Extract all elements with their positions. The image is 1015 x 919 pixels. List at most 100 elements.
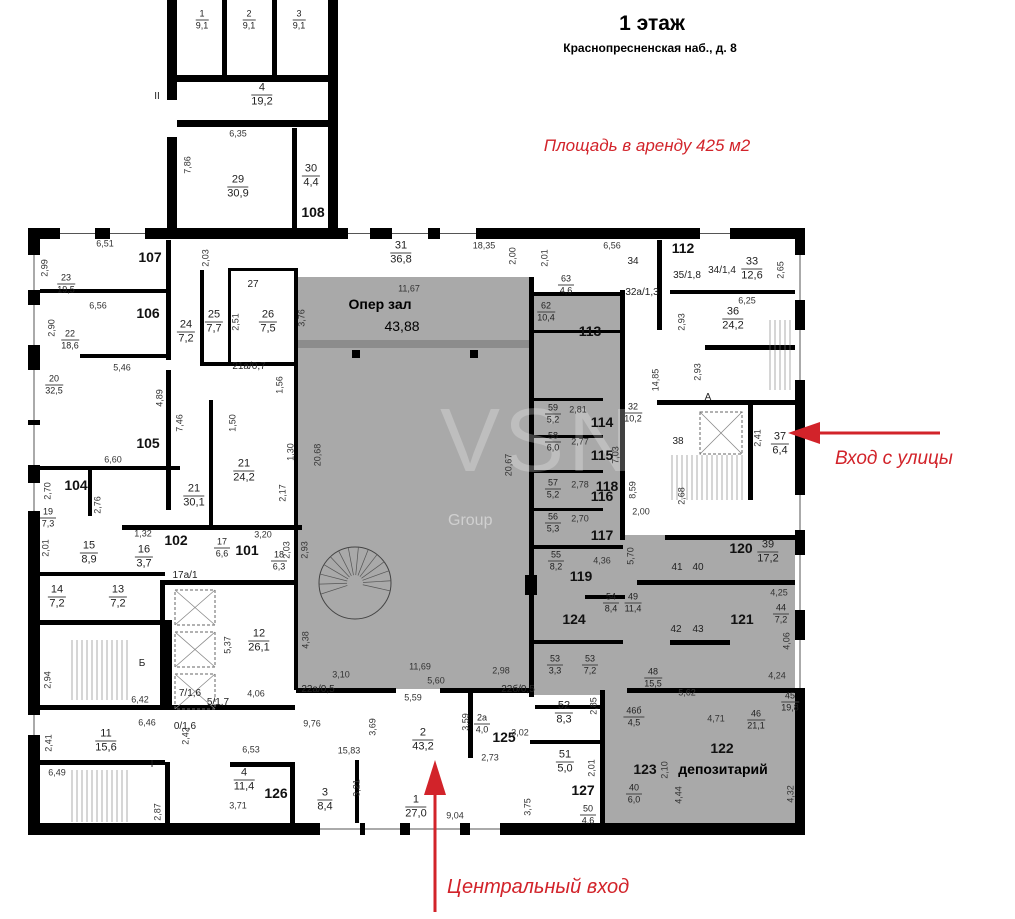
dimension-label: 6,42 bbox=[131, 694, 149, 705]
room-area: 7,2 bbox=[178, 332, 194, 345]
inline-room-label: 22б/0,5 bbox=[501, 684, 535, 695]
room-area: 7,3 bbox=[41, 518, 55, 529]
dimension-label: 3,69 bbox=[367, 718, 378, 736]
dimension-label: 3,59 bbox=[460, 713, 471, 731]
office-number: 105 bbox=[136, 435, 160, 451]
room-area: 7,2 bbox=[49, 597, 65, 610]
dimension-label: 2,87 bbox=[152, 803, 163, 821]
depository-label: депозитарий bbox=[678, 761, 768, 777]
wall bbox=[470, 350, 478, 358]
room-area: 6,3 bbox=[272, 561, 286, 572]
wall bbox=[665, 535, 795, 540]
wall bbox=[533, 545, 623, 549]
dimension-label: 6,53 bbox=[242, 744, 260, 755]
room-number: 36 bbox=[722, 306, 744, 320]
dimension-label: 3,10 bbox=[332, 669, 350, 680]
room-number: 59 bbox=[544, 403, 562, 415]
dimension-label: 4,32 bbox=[785, 785, 796, 803]
wall bbox=[209, 400, 213, 525]
wall bbox=[296, 688, 396, 693]
wall bbox=[177, 75, 328, 82]
room-number: 11 bbox=[95, 728, 117, 742]
office-number: 120 bbox=[729, 540, 753, 556]
room-number: 58 bbox=[544, 431, 562, 443]
room-area: 8,4 bbox=[604, 603, 618, 614]
room-number: 20 bbox=[45, 374, 63, 386]
dimension-label: 2,94 bbox=[42, 671, 53, 689]
stair-step bbox=[362, 584, 391, 592]
dimension-label: 1,30 bbox=[285, 443, 296, 461]
room-area: 12,6 bbox=[741, 269, 763, 282]
inline-room-label: 22а/0,5 bbox=[301, 684, 335, 695]
wall bbox=[533, 508, 603, 511]
room-area: 6,4 bbox=[772, 444, 788, 457]
room-number: 1 bbox=[405, 794, 427, 808]
dimension-label: 9,04 bbox=[446, 810, 464, 821]
address: Краснопресненская наб., д. 8 bbox=[563, 41, 737, 55]
room-area: 6,6 bbox=[215, 548, 229, 559]
wall bbox=[533, 470, 603, 473]
room-number: 2а bbox=[473, 713, 491, 725]
dimension-label: 6,51 bbox=[96, 238, 114, 249]
room-area: 24,2 bbox=[233, 471, 255, 484]
inline-room-label: Б bbox=[138, 658, 146, 669]
dimension-label: 1,32 bbox=[134, 528, 152, 539]
room-number: 45 bbox=[781, 691, 799, 703]
dimension-label: 2,03 bbox=[281, 541, 292, 559]
dimension-label: 4,38 bbox=[300, 631, 311, 649]
office-number: 107 bbox=[138, 249, 162, 265]
office-number: 121 bbox=[730, 611, 754, 627]
dimension-label: 7,03 bbox=[610, 446, 621, 464]
wall bbox=[40, 572, 165, 576]
wall bbox=[530, 740, 600, 744]
dimension-label: 5,37 bbox=[222, 636, 233, 654]
room-number: 31 bbox=[390, 240, 412, 254]
floor-title: 1 этаж bbox=[619, 12, 685, 35]
room-area: 8,3 bbox=[556, 713, 572, 726]
room-area: 10,4 bbox=[537, 312, 555, 323]
inline-room-label: 40 bbox=[692, 562, 704, 573]
office-number: 102 bbox=[164, 532, 188, 548]
room-number: 62 bbox=[537, 301, 555, 313]
wall bbox=[272, 0, 277, 75]
spiral-staircase bbox=[318, 546, 392, 620]
elevator-shaft bbox=[174, 631, 216, 668]
room-area: 19,5 bbox=[57, 284, 75, 295]
wall bbox=[40, 705, 295, 710]
dimension-label: 3,76 bbox=[296, 309, 307, 327]
wall bbox=[620, 290, 625, 540]
room-number: 4 bbox=[233, 767, 255, 781]
room-area: 6,0 bbox=[627, 794, 641, 805]
room-area: 4,6 bbox=[559, 285, 573, 296]
dimension-label: 2,93 bbox=[692, 363, 703, 381]
room-area: 11,4 bbox=[624, 603, 642, 614]
room-area: 43,2 bbox=[412, 740, 434, 753]
wall bbox=[165, 620, 172, 705]
room-number: 19 bbox=[39, 507, 57, 519]
wall bbox=[200, 362, 295, 366]
inline-room-label: 27 bbox=[247, 279, 259, 290]
wall bbox=[292, 128, 297, 228]
dimension-label: 6,25 bbox=[738, 295, 756, 306]
elevator-shaft bbox=[174, 589, 216, 626]
wall bbox=[290, 762, 295, 824]
room-number: 54 bbox=[602, 592, 620, 604]
dimension-label: 2,01 bbox=[586, 759, 597, 777]
wall bbox=[40, 620, 165, 625]
wall bbox=[40, 466, 180, 470]
room-number: 17 bbox=[213, 537, 231, 549]
wall bbox=[585, 595, 625, 599]
room-area: 8,2 bbox=[549, 561, 563, 572]
